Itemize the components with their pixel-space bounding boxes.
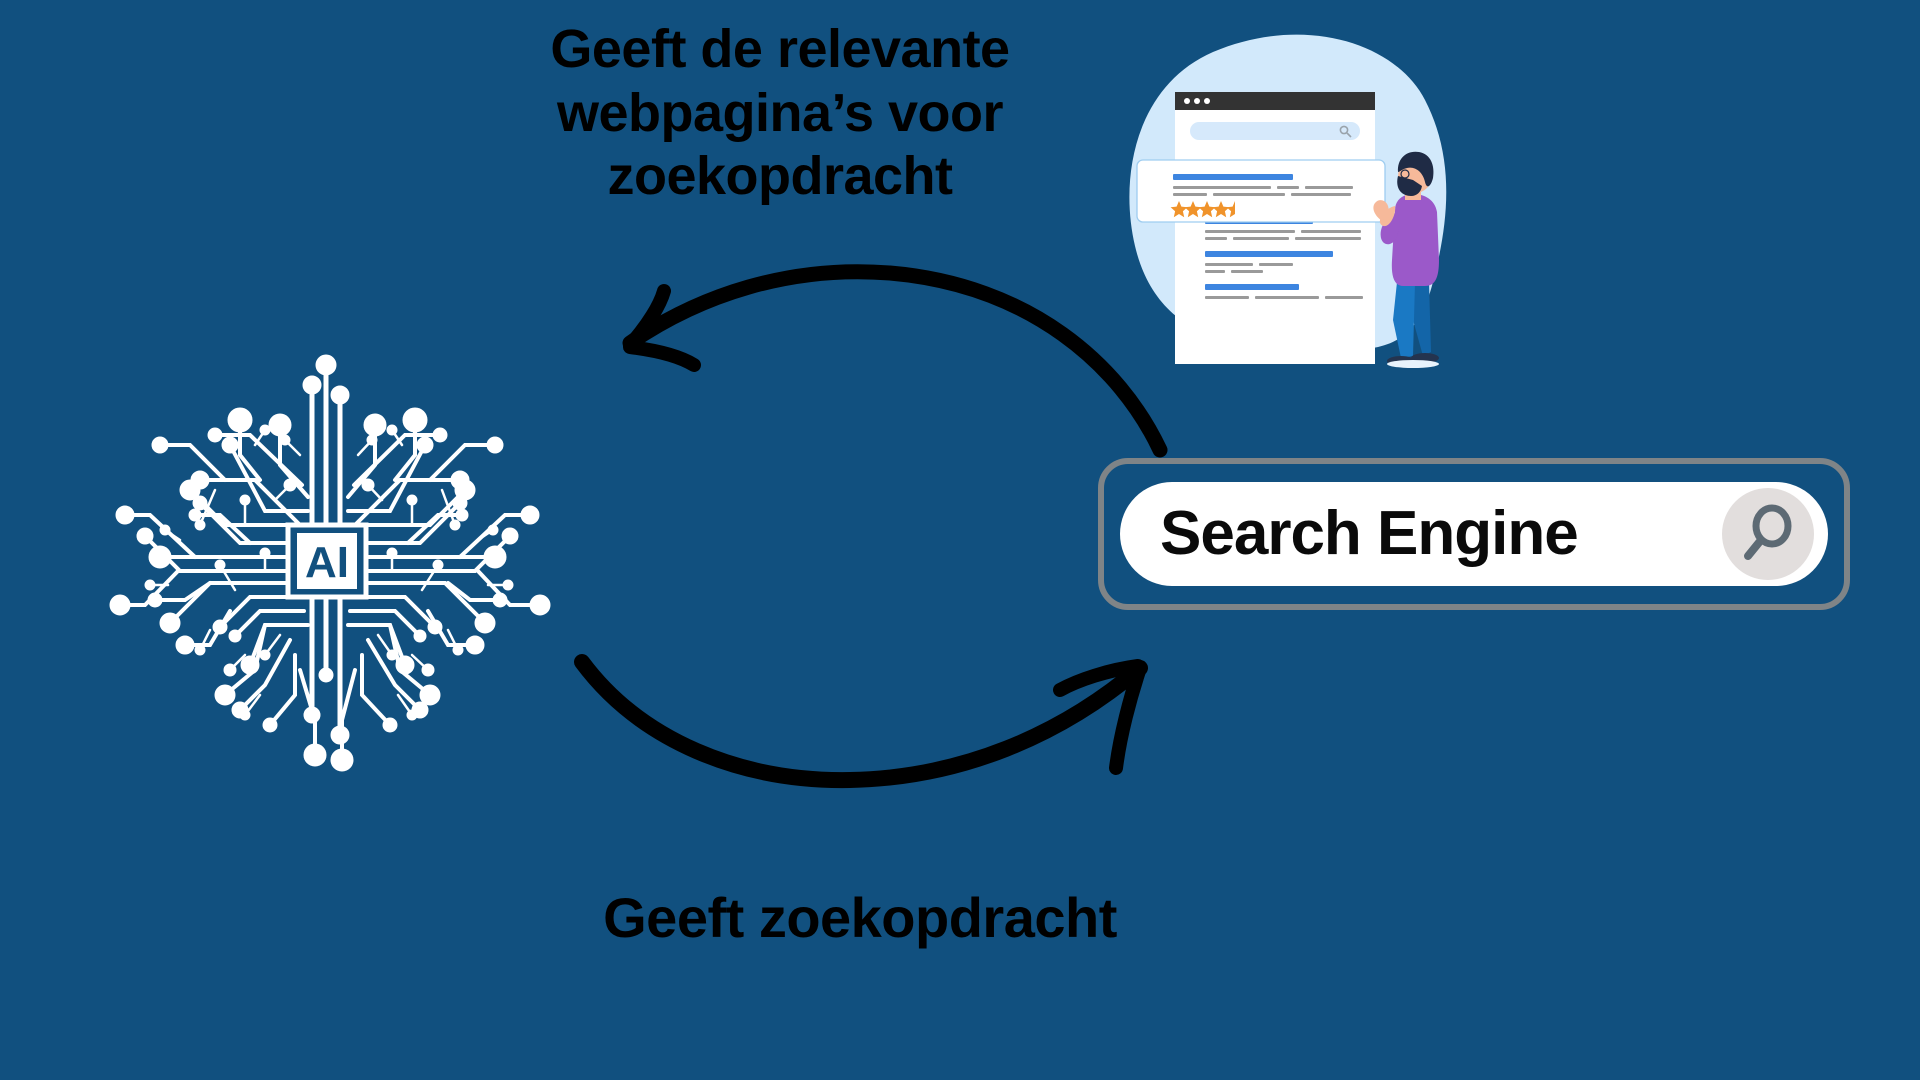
search-input-value: Search Engine: [1160, 499, 1579, 568]
search-button[interactable]: [1722, 488, 1814, 580]
browser-window: [1175, 92, 1375, 364]
arrow-results-to-ai: [560, 255, 1180, 465]
result-title-bar: [1173, 174, 1293, 180]
ai-brain-illustration: AI: [50, 325, 595, 805]
browser-search-field: [1190, 122, 1360, 140]
search-input[interactable]: Search Engine: [1120, 482, 1828, 586]
result-item: [1205, 251, 1333, 273]
browser-search-icon: [1339, 125, 1352, 138]
window-dot: [1204, 98, 1210, 104]
caption-search-query: Geeft zoekopdracht: [603, 886, 1117, 949]
window-dot: [1184, 98, 1190, 104]
caption-search-results: Geeft de relevante webpagina’s voor zoek…: [550, 19, 1010, 207]
ai-chip: AI: [285, 522, 369, 600]
browser-titlebar: [1175, 92, 1375, 110]
magnifier-icon: [1744, 504, 1792, 560]
window-dot: [1194, 98, 1200, 104]
result-item: [1205, 284, 1363, 299]
search-engine-box[interactable]: Search Engine: [1098, 458, 1850, 610]
search-results-illustration: [1095, 20, 1515, 440]
highlighted-result-card: [1136, 159, 1386, 223]
rating-stars: [1170, 201, 1235, 218]
arrow-query-to-search: [560, 640, 1180, 840]
person-figure: [1373, 151, 1439, 368]
half-star: [1226, 201, 1235, 218]
ai-chip-label: AI: [305, 538, 349, 587]
